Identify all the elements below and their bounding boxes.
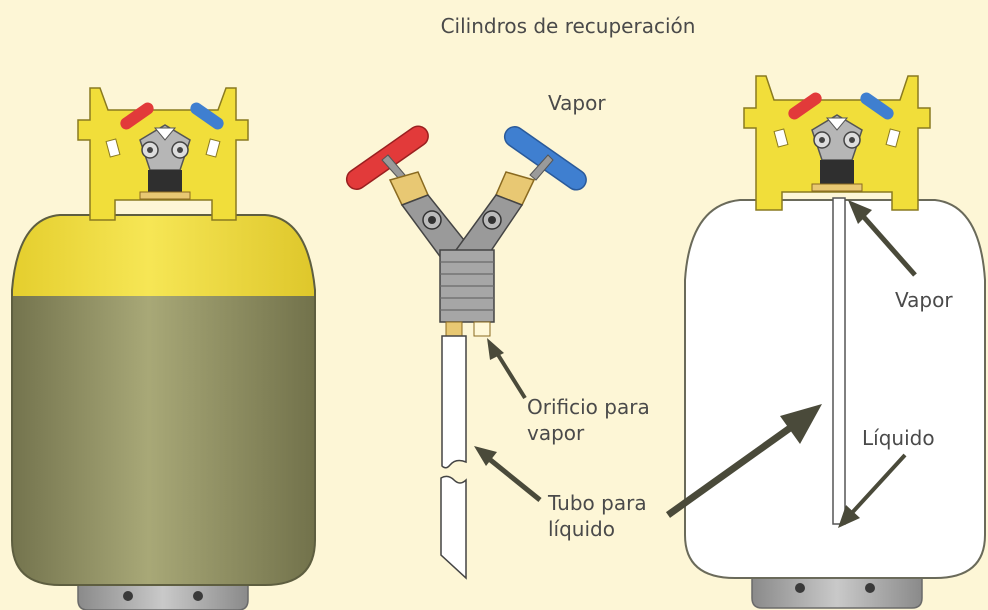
right-blue-handle <box>860 92 894 120</box>
orifice-label-line2: vapor <box>527 421 585 445</box>
left-blue-handle <box>190 102 224 130</box>
middle-vapor-orifice <box>473 321 491 337</box>
right-dip-tube <box>832 197 846 525</box>
left-base-hole <box>123 591 133 601</box>
right-liquid-text: Líquido <box>862 426 935 450</box>
left-vapor-region <box>12 215 315 297</box>
left-valve-port-center <box>177 147 183 153</box>
left-collar-slot <box>205 138 221 158</box>
left-valve-stem <box>148 170 182 192</box>
middle-dip-tube-upper <box>441 335 467 469</box>
right-valve-window <box>825 117 849 131</box>
left-body-outline <box>11 214 316 586</box>
valve-vapor-label: Vapor <box>548 90 606 116</box>
middle-dip-tube-lower <box>440 475 467 580</box>
middle-right-port-center <box>488 216 496 224</box>
left-base-hole <box>193 591 203 601</box>
valve-vapor-text: Vapor <box>548 91 606 115</box>
diagram-title: Cilindros de recuperación <box>441 14 696 38</box>
left-liquid-region <box>12 296 315 585</box>
right-vapor-arrow <box>848 200 917 277</box>
left-collar-slot <box>105 138 121 158</box>
right-collar-slot <box>773 128 789 148</box>
orifice-label: Orificio para vapor <box>527 394 650 446</box>
middle-right-stem <box>529 154 554 181</box>
middle-valve-assembly <box>345 125 587 580</box>
right-base-ring <box>751 571 923 609</box>
tube-arrow <box>474 446 542 502</box>
right-base-hole <box>795 583 805 593</box>
right-liquid-label: Líquido <box>862 425 935 451</box>
right-valve-port-center <box>849 137 855 143</box>
middle-thread-lines <box>440 261 494 311</box>
right-cylinder <box>665 75 986 609</box>
orifice-arrow <box>487 338 527 400</box>
right-red-handle <box>788 92 822 120</box>
left-cylinder <box>11 87 316 610</box>
right-liquid-arrow <box>838 453 907 528</box>
tube-label: Tubo para líquido <box>548 490 647 542</box>
right-collar-slot <box>885 128 901 148</box>
left-valve-port-center <box>147 147 153 153</box>
left-red-handle <box>120 102 154 130</box>
middle-left-port-center <box>428 216 436 224</box>
middle-tube-stub <box>445 321 463 337</box>
right-valve-nut <box>811 183 863 192</box>
right-base-hole <box>865 583 875 593</box>
orifice-label-line1: Orificio para <box>527 395 650 419</box>
left-valve-window <box>153 127 177 141</box>
right-valve-port-center <box>819 137 825 143</box>
tube-label-line1: Tubo para <box>548 491 647 515</box>
left-valve-nut <box>139 191 191 200</box>
right-vapor-text: Vapor <box>895 288 953 312</box>
right-vapor-label: Vapor <box>895 287 953 313</box>
tube-label-line2: líquido <box>548 517 615 541</box>
tube-pointer-arrow <box>665 404 822 518</box>
right-valve-stem <box>820 160 854 184</box>
